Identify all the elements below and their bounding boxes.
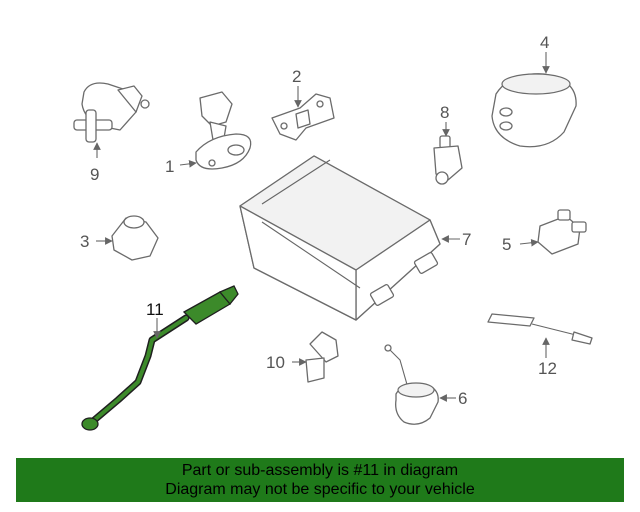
banner-line-2: Diagram may not be specific to your vehi… xyxy=(165,481,475,498)
callout-5: 5 xyxy=(502,235,511,254)
callout-7: 7 xyxy=(462,230,471,249)
callout-8: 8 xyxy=(440,103,449,122)
callout-3: 3 xyxy=(80,232,89,251)
part-8-sensor[interactable]: 8 xyxy=(433,103,463,185)
part-9-purge-valve[interactable]: 9 xyxy=(73,82,150,184)
part-11-hose[interactable]: 11 xyxy=(81,285,239,431)
callout-12: 12 xyxy=(538,359,557,378)
callout-6: 6 xyxy=(458,389,467,408)
part-7-canister[interactable]: 7 xyxy=(239,155,471,321)
callout-2: 2 xyxy=(292,67,301,86)
part-5-connector[interactable]: 5 xyxy=(502,209,587,255)
part-1-valve-bracket[interactable]: 1 xyxy=(165,91,252,176)
part-10-clip[interactable]: 10 xyxy=(266,331,339,383)
callout-9: 9 xyxy=(90,165,99,184)
callout-4: 4 xyxy=(540,33,549,52)
callout-1: 1 xyxy=(165,157,174,176)
callout-11: 11 xyxy=(146,300,164,319)
part-6-actuator[interactable]: 6 xyxy=(384,344,467,425)
callout-10: 10 xyxy=(266,353,285,372)
part-4-filter-cylinder[interactable]: 4 xyxy=(491,33,577,148)
part-3-mount[interactable]: 3 xyxy=(80,215,159,261)
info-banner: Part or sub-assembly is #11 in diagram D… xyxy=(16,458,624,502)
banner-line-1: Part or sub-assembly is #11 in diagram xyxy=(181,462,459,479)
part-2-bracket[interactable]: 2 xyxy=(271,67,335,141)
part-12-rod[interactable]: 12 xyxy=(487,313,593,378)
